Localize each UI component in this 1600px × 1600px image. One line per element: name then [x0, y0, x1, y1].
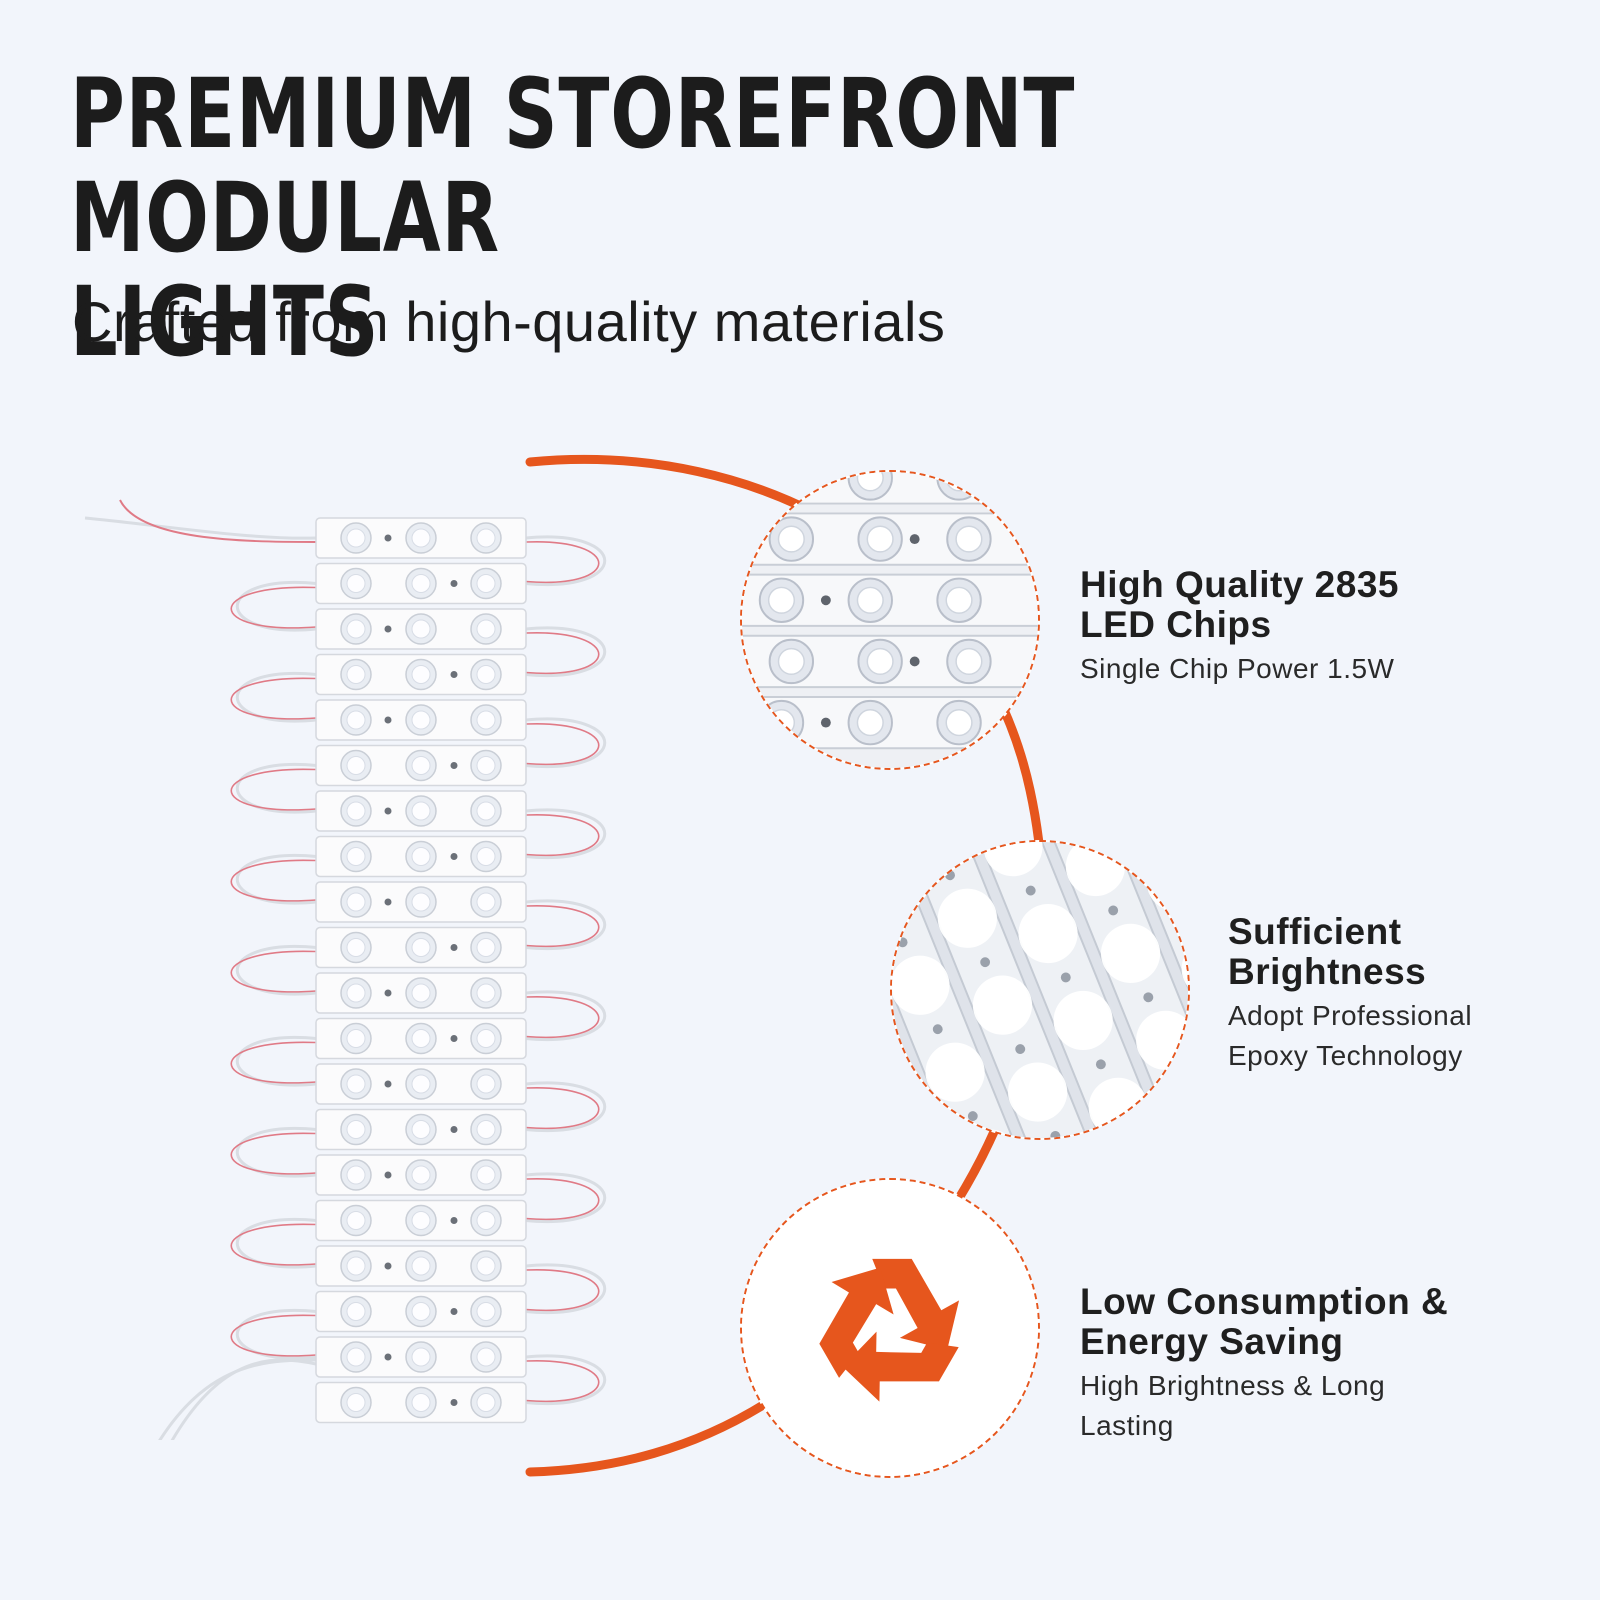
feature-subtitle: Single Chip Power 1.5W	[1080, 653, 1395, 684]
led-module	[315, 1381, 527, 1424]
feature-led-chips: High Quality 2835 LED Chips Single Chip …	[1080, 565, 1399, 689]
feature-brightness-image	[890, 840, 1190, 1140]
led-module	[315, 653, 527, 696]
led-module	[315, 1063, 527, 1105]
feature-energy-saving-image	[740, 1178, 1040, 1478]
feature-subtitle: High Brightness & Long Lasting	[1080, 1370, 1386, 1441]
led-module	[315, 835, 527, 878]
bright-led-closeup-icon	[892, 842, 1188, 1138]
led-module	[315, 926, 527, 969]
feature-title: Low Consumption & Energy Saving	[1080, 1281, 1449, 1362]
feature-energy-saving: Low Consumption & Energy Saving High Bri…	[1080, 1282, 1448, 1446]
led-module	[315, 1245, 527, 1287]
led-module	[315, 744, 527, 787]
led-chip-closeup-icon	[742, 472, 1038, 768]
led-module	[315, 1199, 527, 1242]
led-module	[315, 1108, 527, 1151]
led-module	[315, 1154, 527, 1196]
feature-led-chips-image	[740, 470, 1040, 770]
led-module	[315, 1290, 527, 1333]
feature-brightness: Sufficient Brightness Adopt Professional…	[1228, 912, 1472, 1076]
led-module	[315, 608, 527, 650]
recycle-icon	[742, 1180, 1038, 1476]
led-module	[315, 1336, 527, 1378]
led-module	[315, 517, 527, 559]
led-module-chain-image	[84, 499, 606, 1440]
page-subtitle: Crafted from high-quality materials	[72, 290, 946, 353]
led-module	[315, 562, 527, 605]
led-module	[315, 1017, 527, 1060]
page-title: PREMIUM STOREFRONT MODULAR LIGHTS	[70, 58, 1076, 378]
feature-subtitle: Adopt Professional Epoxy Technology	[1228, 1000, 1473, 1071]
led-module	[315, 790, 527, 832]
led-module	[315, 881, 527, 923]
feature-title: High Quality 2835 LED Chips	[1080, 564, 1399, 645]
led-module	[315, 972, 527, 1014]
led-module	[315, 699, 527, 741]
feature-title: Sufficient Brightness	[1228, 911, 1427, 992]
